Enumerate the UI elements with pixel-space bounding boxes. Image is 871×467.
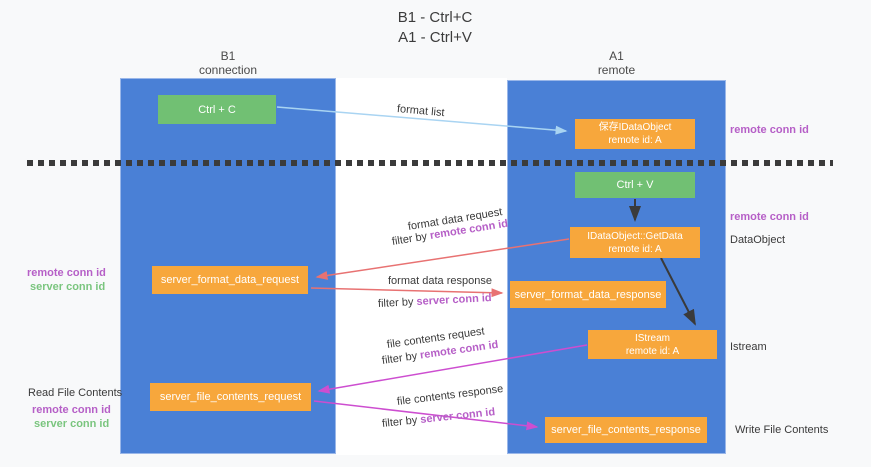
right-label-dataobject: DataObject xyxy=(730,234,786,246)
right-label-write-file-contents: Write File Contents xyxy=(735,424,829,436)
node-ctrl-v: Ctrl + V xyxy=(575,172,695,198)
node-ctrl-v-label: Ctrl + V xyxy=(616,179,654,191)
right-column-header: A1 remote xyxy=(507,49,726,77)
node-istream: IStream remote id: A xyxy=(588,330,717,359)
left-label-remote-conn-id: remote conn id xyxy=(27,267,106,279)
right-label-istream: Istream xyxy=(730,341,767,353)
left-label-server-conn-id-bottom: server conn id xyxy=(34,418,110,430)
node-idataobject-getdata: IDataObject::GetData remote id: A xyxy=(570,227,700,258)
node-getdata-line1: IDataObject::GetData xyxy=(587,230,683,242)
node-server-format-data-request: server_format_data_request xyxy=(152,266,308,294)
right-label-remote-conn-id-mid: remote conn id xyxy=(730,211,809,223)
node-ctrl-c: Ctrl + C xyxy=(158,95,276,124)
right-column-name: A1 xyxy=(609,49,624,63)
node-server-format-data-response-label: server_format_data_response xyxy=(514,288,662,301)
left-label-read-file-contents: Read File Contents xyxy=(28,387,123,399)
right-column-role: remote xyxy=(597,63,636,77)
node-server-format-data-request-label: server_format_data_request xyxy=(160,274,300,286)
left-label-server-conn-id: server conn id xyxy=(30,281,106,293)
node-getdata-line2: remote id: A xyxy=(608,243,662,255)
title-line-1: B1 - Ctrl+C xyxy=(397,9,473,26)
node-istream-line1: IStream xyxy=(634,332,670,344)
node-server-format-data-response: server_format_data_response xyxy=(510,281,666,308)
diagram-title: B1 - Ctrl+C A1 - Ctrl+V xyxy=(330,8,540,48)
filter-by-text: filter by xyxy=(377,295,417,310)
node-server-file-contents-request-label: server_file_contents_request xyxy=(159,391,302,403)
left-column-header: B1 connection xyxy=(120,49,336,77)
node-save-idataobject-line2: remote id: A xyxy=(608,135,662,146)
label-format-data-response: format data response xyxy=(388,275,492,287)
right-label-remote-conn-id-top: remote conn id xyxy=(730,124,809,136)
node-server-file-contents-request: server_file_contents_request xyxy=(150,383,311,411)
node-server-file-contents-response: server_file_contents_response xyxy=(545,417,707,443)
left-column-name: B1 xyxy=(220,49,236,63)
title-line-2: A1 - Ctrl+V xyxy=(398,29,472,46)
node-server-file-contents-response-label: server_file_contents_response xyxy=(551,424,701,436)
node-save-idataobject-line1: 保存IDataObject xyxy=(598,122,672,133)
node-istream-line2: remote id: A xyxy=(625,345,680,357)
dashed-divider xyxy=(27,160,833,166)
node-ctrl-c-label: Ctrl + C xyxy=(198,103,236,116)
left-label-remote-conn-id-bottom: remote conn id xyxy=(32,404,111,416)
node-save-idataobject: 保存IDataObject remote id: A xyxy=(575,119,695,149)
left-column-role: connection xyxy=(198,63,258,77)
